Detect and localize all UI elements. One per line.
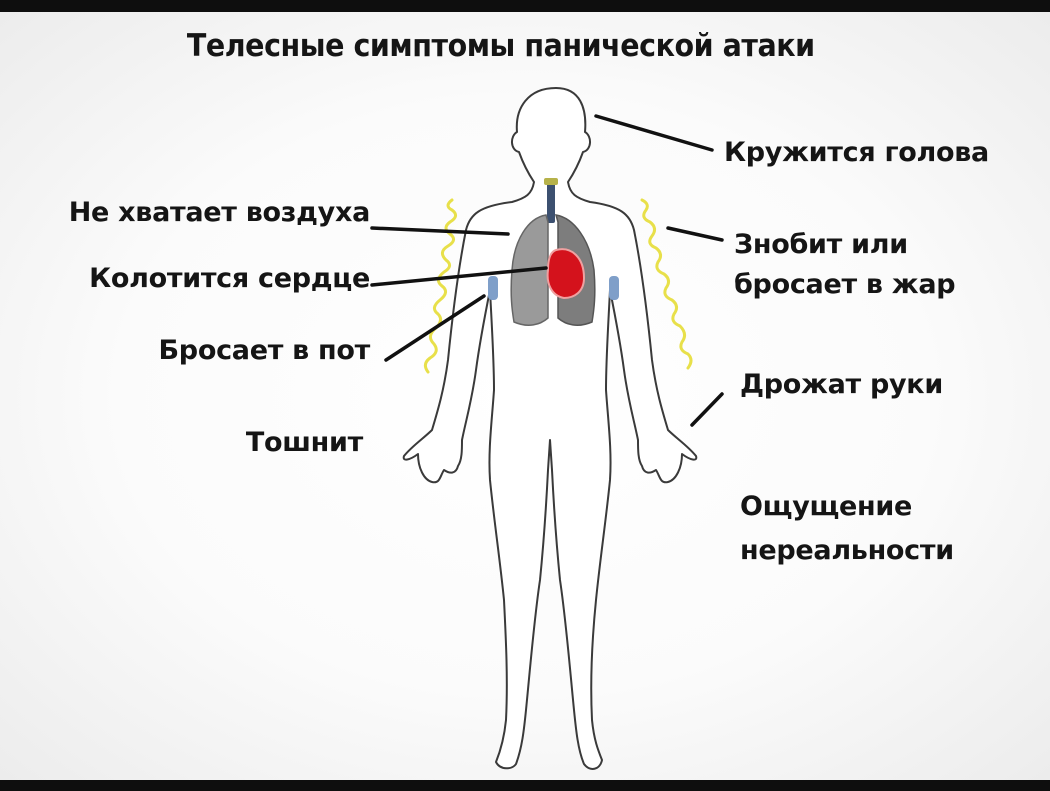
label-derealization-line2: нереальности [740, 535, 954, 566]
label-heart-pounding: Колотится сердце [89, 263, 370, 294]
label-chills-line2: бросает в жар [734, 269, 956, 300]
label-chills-line1: Знобит или [734, 229, 908, 260]
label-nausea: Тошнит [245, 427, 363, 458]
label-sweating: Бросает в пот [158, 335, 371, 366]
label-trembling-hands: Дрожат руки [740, 369, 943, 400]
heart-icon [546, 248, 586, 300]
leader-lines [370, 114, 724, 427]
trachea-icon [544, 178, 558, 223]
sweat-gland-right-icon [609, 276, 619, 300]
label-derealization-line1: Ощущение [740, 491, 913, 522]
heat-wave-right-icon [640, 198, 693, 370]
sweat-gland-left-icon [488, 276, 498, 300]
diagram-title: Телесные симптомы панической атаки [186, 28, 815, 64]
body-outline [402, 87, 698, 770]
label-dizziness: Кружится голова [724, 137, 989, 168]
label-short-of-breath: Не хватает воздуха [68, 197, 371, 228]
